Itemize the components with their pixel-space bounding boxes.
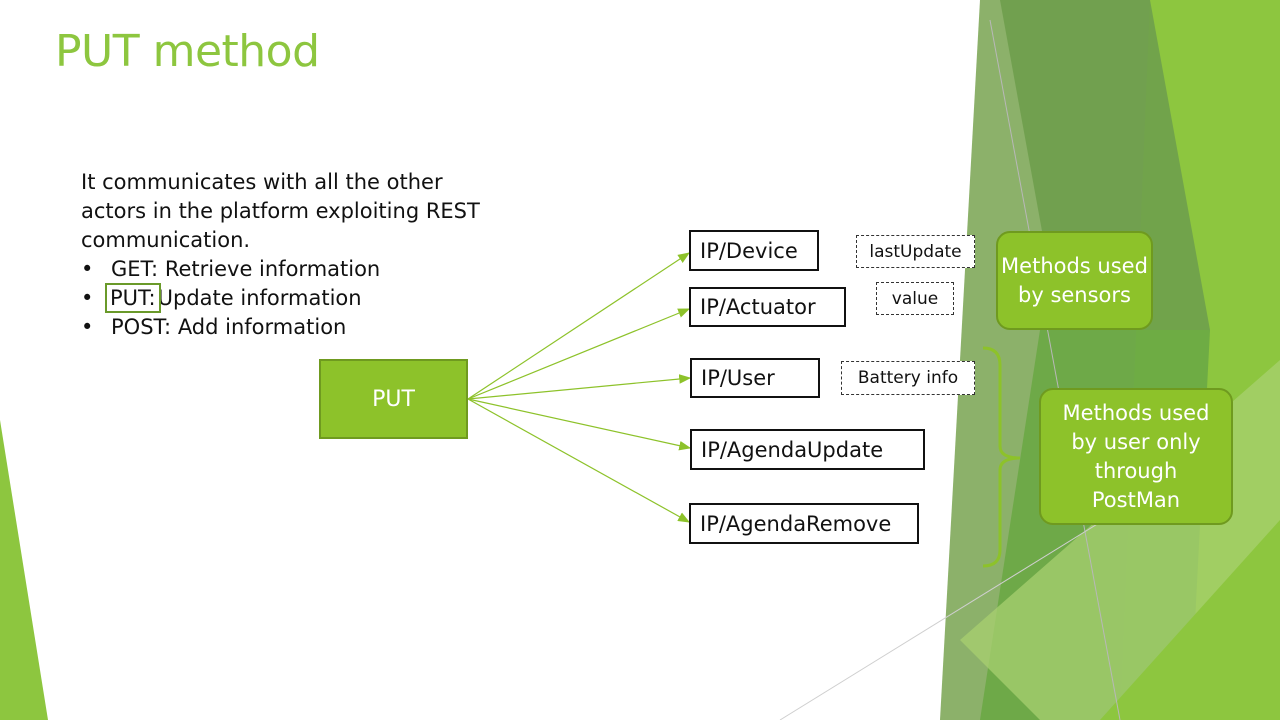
note-last-update: lastUpdate xyxy=(856,235,975,268)
method-put-highlight: PUT: xyxy=(105,283,161,313)
page-title: PUT method xyxy=(55,26,320,77)
endpoint-device: IP/Device xyxy=(689,230,819,271)
method-desc: Update information xyxy=(157,286,362,310)
arrow-agenda-update xyxy=(467,398,692,451)
arrow-actuator xyxy=(467,308,691,400)
arrow-user xyxy=(467,374,692,400)
intro-text: It communicates with all the other actor… xyxy=(81,170,480,252)
list-item: GET: Retrieve information xyxy=(81,255,481,284)
callout-sensors: Methods used by sensors xyxy=(996,231,1153,330)
endpoint-user: IP/User xyxy=(690,358,820,398)
method-desc: Add information xyxy=(177,315,347,339)
put-node: PUT xyxy=(319,359,468,439)
method-get: GET: xyxy=(111,257,159,281)
callout-postman: Methods used by user only through PostMa… xyxy=(1039,388,1233,525)
endpoint-agenda-remove: IP/AgendaRemove xyxy=(689,503,919,544)
brace xyxy=(982,346,1021,568)
note-value: value xyxy=(876,282,954,315)
note-battery-info: Battery info xyxy=(841,361,975,395)
endpoint-actuator: IP/Actuator xyxy=(689,287,846,327)
method-post: POST: xyxy=(111,315,172,339)
arrow-device xyxy=(467,252,691,400)
method-desc: Retrieve information xyxy=(164,257,381,281)
list-item: PUT:Update information xyxy=(81,283,481,313)
list-item: POST: Add information xyxy=(81,313,481,342)
endpoint-agenda-update: IP/AgendaUpdate xyxy=(690,429,925,470)
method-list: GET: Retrieve information PUT:Update inf… xyxy=(81,255,481,342)
arrow-agenda-remove xyxy=(467,398,691,523)
